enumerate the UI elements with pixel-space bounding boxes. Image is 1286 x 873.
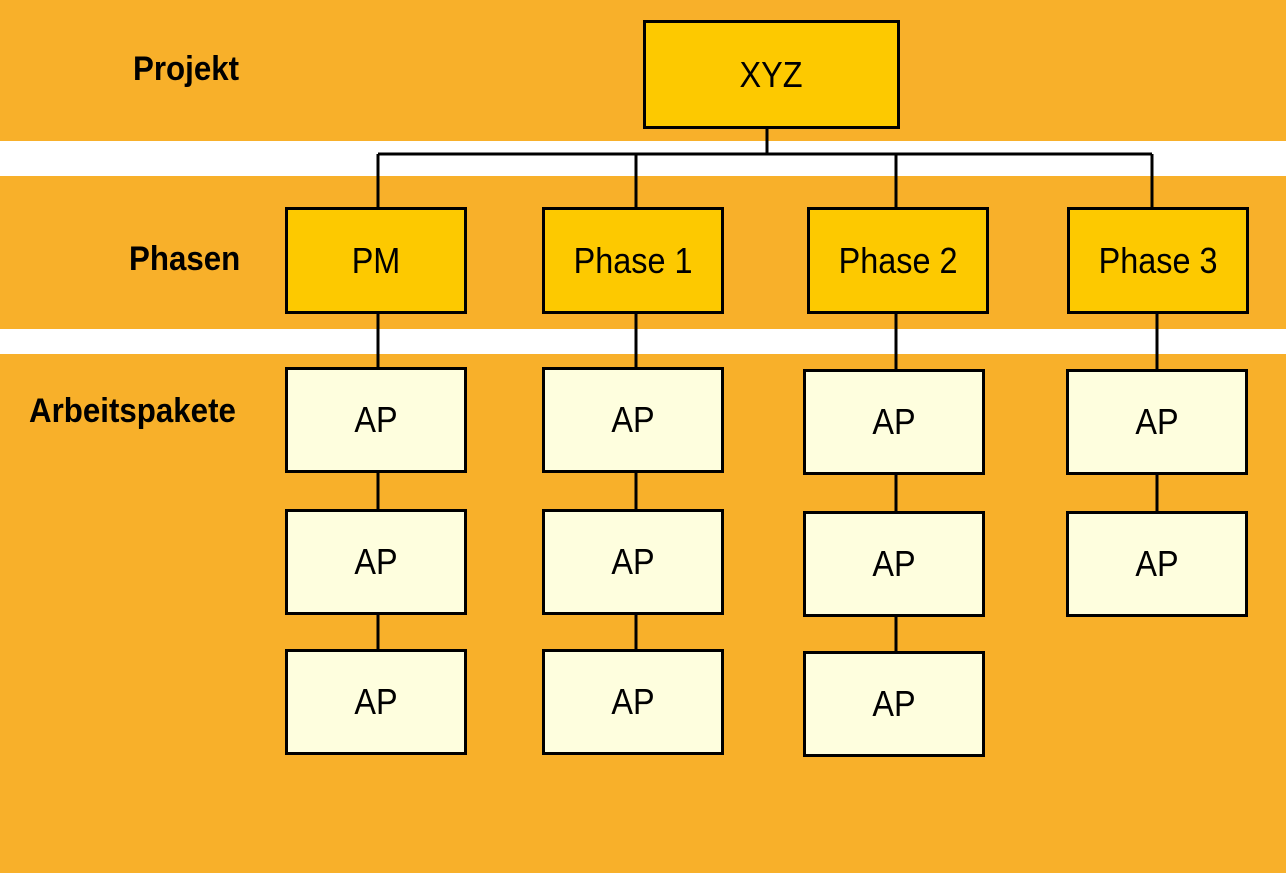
node-work-package: AP [803,511,985,617]
node-work-package: AP [542,649,724,755]
node-phase-label: PM [351,239,401,281]
node-phase-label: Phase 1 [573,239,693,281]
node-work-package-label: AP [872,401,916,442]
node-phase-label: Phase 3 [1098,239,1218,281]
node-work-package: AP [1066,511,1248,617]
node-work-package-label: AP [872,543,916,584]
node-work-package-label: AP [611,541,655,582]
node-project-root: XYZ [643,20,900,129]
node-work-package-label: AP [1135,401,1179,442]
node-work-package-label: AP [611,399,655,440]
node-work-package: AP [285,367,467,473]
node-work-package: AP [542,509,724,615]
level-label-work-packages: Arbeitspakete [29,392,236,430]
node-work-package-label: AP [1135,543,1179,584]
node-work-package-label: AP [354,399,398,440]
node-phase-label: Phase 2 [838,239,958,281]
node-phase-1: Phase 1 [542,207,724,314]
level-label-phases: Phasen [129,240,241,278]
level-label-project: Projekt [133,50,240,88]
node-work-package: AP [803,651,985,757]
node-phase-3: Phase 3 [1067,207,1249,314]
node-work-package: AP [803,369,985,475]
node-work-package: AP [285,509,467,615]
node-phase-2: Phase 2 [807,207,989,314]
node-project-root-label: XYZ [739,53,803,95]
node-work-package: AP [285,649,467,755]
node-work-package-label: AP [872,683,916,724]
node-work-package: AP [1066,369,1248,475]
node-work-package-label: AP [611,681,655,722]
node-work-package-label: AP [354,541,398,582]
node-phase-pm: PM [285,207,467,314]
node-work-package-label: AP [354,681,398,722]
node-work-package: AP [542,367,724,473]
